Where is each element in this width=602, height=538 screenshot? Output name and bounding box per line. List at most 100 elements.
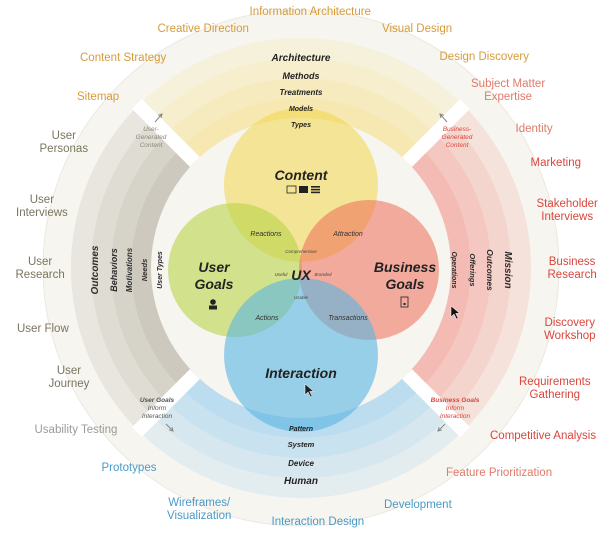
user-generated-arrow xyxy=(154,113,163,123)
left-stack-2: Motivations xyxy=(125,247,134,292)
outer-label-business-research: Business Research xyxy=(547,256,597,282)
outer-label-requirements-gathering: Requirements Gathering xyxy=(519,376,591,402)
right-stack-1: Offerings xyxy=(468,253,477,286)
right-ring-band-3 xyxy=(435,119,511,417)
business-generated-arrow xyxy=(439,113,448,123)
user-goals-title-1: User xyxy=(198,259,231,275)
business-generated-note-line-0: Business- xyxy=(443,126,472,133)
top-stack-1: Methods xyxy=(283,71,320,81)
outer-label-visual-design: Visual Design xyxy=(382,22,453,35)
outer-label-user-interviews: User Interviews xyxy=(16,194,68,220)
overlap-useful: Useful xyxy=(275,272,289,277)
outer-label-prototypes: Prototypes xyxy=(101,461,157,474)
user-goals-inform-note-line-1: Inform xyxy=(148,405,167,412)
top-ring-band-1 xyxy=(180,97,422,162)
top-ring-band-3 xyxy=(152,58,450,134)
venn-circles xyxy=(168,108,439,432)
user-goals-inform-note-line-0: User Goals xyxy=(140,397,175,404)
user-goals-inform-arrow xyxy=(165,423,174,432)
top-stack-0: Architecture xyxy=(271,53,331,64)
user-goals-inform-note-line-2: Interaction xyxy=(142,413,173,420)
user-goals-inform-arrow-head xyxy=(169,427,174,432)
outer-label-wireframes-visualization: Wireframes/ Visualization xyxy=(167,497,232,523)
outer-label-content-strategy: Content Strategy xyxy=(80,51,167,64)
ring-seam-2 xyxy=(402,99,470,167)
overlap-transactions: Transactions xyxy=(328,315,368,322)
outer-label-usability-testing: Usability Testing xyxy=(34,423,118,436)
business-goals-inform-note-line-1: Inform xyxy=(446,405,465,412)
outer-label-sitemap: Sitemap xyxy=(77,90,120,103)
left-ring-band-3 xyxy=(91,119,167,417)
diagram-text: ArchitectureMethodsTreatmentsModelsTypes… xyxy=(90,53,513,487)
right-stack-0: Operations xyxy=(450,252,457,289)
outer-label-development: Development xyxy=(384,498,452,511)
outer-label-user-personas: User Personas xyxy=(39,130,89,156)
outer-label-feature-prioritization: Feature Prioritization xyxy=(446,466,553,479)
interaction-title: Interaction xyxy=(265,365,337,381)
bottom-stack-2: Device xyxy=(288,459,314,468)
ring-seam-4 xyxy=(132,369,200,437)
bottom-ring-band-4 xyxy=(138,416,464,498)
outer-label-creative-direction: Creative Direction xyxy=(157,22,249,35)
business-goals-inform-arrow-head xyxy=(437,427,442,432)
user-generated-note-line-0: User- xyxy=(143,126,160,133)
text-lines-icon-2 xyxy=(311,188,320,191)
interaction-cursor-icon xyxy=(304,383,315,398)
user-generated-note-line-1: Generated xyxy=(136,134,167,141)
bottom-ring-band-1 xyxy=(180,374,422,439)
user-generated-arrow-head xyxy=(158,113,163,119)
business-device-icon xyxy=(400,296,409,308)
left-stack-4: User Types xyxy=(157,251,164,289)
bottom-ring-band-2 xyxy=(166,388,436,458)
outer-label-competitive-analysis: Competitive Analysis xyxy=(490,429,597,442)
business-goals-title-1: Business xyxy=(374,259,436,275)
left-ring-band-4 xyxy=(70,105,153,431)
bottom-stack-3: Human xyxy=(284,476,318,487)
business-goals-title-2: Goals xyxy=(386,276,425,292)
video-icon xyxy=(299,186,308,193)
outer-label-interaction-design: Interaction Design xyxy=(271,515,365,528)
business-generated-note-line-1: Generated xyxy=(442,134,473,141)
overlap-reactions: Reactions xyxy=(250,231,282,238)
right-ring-band-2 xyxy=(421,133,491,403)
ux-center-label: UX xyxy=(291,267,312,283)
text-lines-icon-1 xyxy=(311,186,320,188)
right-ring-band-4 xyxy=(449,105,531,431)
right-ring-band-1 xyxy=(407,147,471,389)
quadrant-rings xyxy=(70,38,531,498)
top-stack-3: Models xyxy=(289,106,313,113)
user-icon-body xyxy=(209,305,217,310)
overlap-usable: Usable xyxy=(294,295,309,300)
interaction-circle xyxy=(224,278,378,432)
user-icon xyxy=(210,299,216,305)
left-stack-3: Needs xyxy=(140,259,149,282)
right-stack-3: Mission xyxy=(502,251,513,288)
outer-label-design-discovery: Design Discovery xyxy=(439,50,529,63)
left-ring-band-1 xyxy=(131,147,195,389)
text-lines-icon-3 xyxy=(311,191,320,194)
outer-label-user-journey: User Journey xyxy=(48,365,90,391)
outer-label-identity: Identity xyxy=(515,122,553,135)
mouse-pointer-icon xyxy=(450,305,461,320)
overlap-branded: Branded xyxy=(314,272,332,277)
bottom-ring-band-3 xyxy=(152,402,450,478)
outer-label-subject-matter-expertise: Subject Matter Expertise xyxy=(471,78,546,104)
outer-label-user-flow: User Flow xyxy=(17,322,69,335)
outer-label-user-research: User Research xyxy=(15,256,65,282)
top-stack-4: Types xyxy=(291,122,311,129)
outer-label-information-architecture: Information Architecture xyxy=(249,5,371,18)
right-stack-2: Outcomes xyxy=(485,249,495,291)
business-generated-note-line-2: Content xyxy=(446,142,470,149)
top-ring-band-2 xyxy=(166,78,436,148)
top-stack-2: Treatments xyxy=(280,88,324,97)
bottom-stack-1: System xyxy=(288,440,315,449)
business-goals-inform-note-line-2: Interaction xyxy=(440,413,471,420)
outer-label-marketing: Marketing xyxy=(530,156,582,169)
content-title: Content xyxy=(275,167,329,183)
ring-seam-3 xyxy=(402,369,470,437)
user-generated-note-line-2: Content xyxy=(140,142,164,149)
overlap-attraction: Attraction xyxy=(332,231,363,238)
ring-seam-1 xyxy=(132,99,200,167)
